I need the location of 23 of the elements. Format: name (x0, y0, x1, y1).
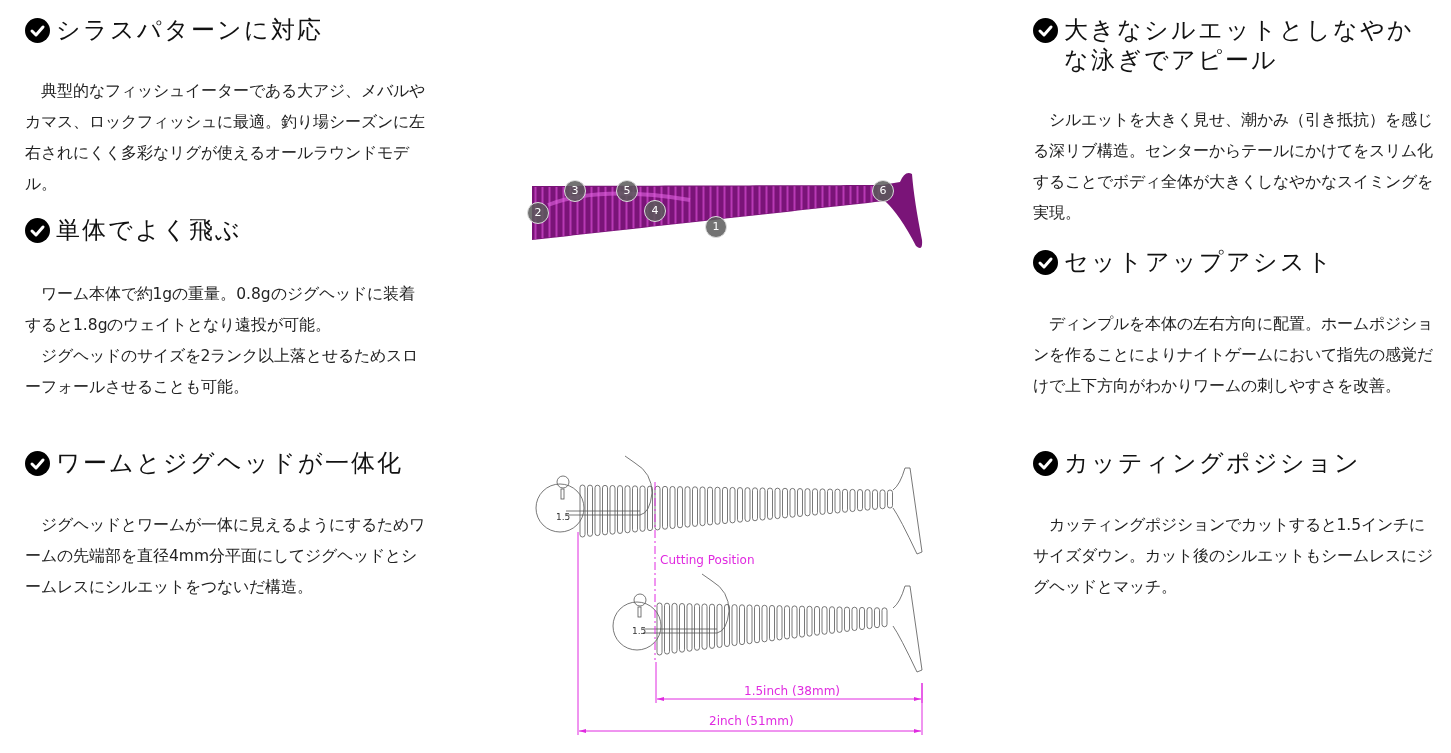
section-heading: 大きなシルエットとしなやかな泳ぎでアピール (1064, 15, 1415, 75)
callout-number: 3 (564, 180, 586, 202)
callout-number: 1 (705, 216, 727, 238)
description-text: ワーム本体で約1gの重量。0.8gのジグヘッドに装着すると1.8gのウェイトとなり遠投が可能。 (25, 284, 416, 336)
description-text: カッティングポジションでカットすると1.5インチにサイズダウン。カット後のシルエットもシームレスにジグヘッドとマッチ。 (1033, 515, 1434, 598)
jig-weight-mark: 1.5 (632, 626, 647, 636)
section-heading: シラスパターンに対応 (56, 15, 323, 45)
description-text: 典型的なフィッシュイーターである大アジ、メバルやカマス、ロックフィッシュに最適。釣り場シーズンに左右されにくく多彩なリグが使えるオールラウンドモデル。 (25, 81, 426, 195)
section-heading: カッティングポジション (1064, 448, 1361, 478)
callout-number: 5 (616, 180, 638, 202)
callout-number: 2 (527, 202, 549, 224)
description-text: シルエットを大きく見せ、潮かみ（引き抵抗）を感じる深リブ構造。センターからテールにかけてをスリム化することでボディ全体が大きくしなやかなスイミングを実現。 (1033, 110, 1434, 224)
dimension-label: Cutting Position (660, 553, 755, 567)
description-text: ディンプルを本体の左右方向に配置。ホームポジションを作ることによりナイトゲームにおいて指先の感覚だけで上下方向がわかりワームの刺しやすさを改善。 (1033, 314, 1434, 397)
description-text: ジグヘッドとワームが一体に見えるようにするためワームの先端部を直径4mm分平面にしてジグヘッドとシームレスにシルエットをつないだ構造。 (25, 515, 426, 598)
description-text: ジグヘッドのサイズを2ランク以上落とせるためスローフォールさせることも可能。 (25, 346, 420, 398)
section-heading: ワームとジグヘッドが一体化 (56, 448, 403, 478)
jig-weight-mark: 1.5 (556, 512, 571, 522)
section-heading: 単体でよく飛ぶ (56, 215, 242, 245)
dimension-label: 1.5inch (38mm) (744, 684, 841, 698)
callout-number: 6 (872, 180, 894, 202)
dimension-label: 2inch (51mm) (709, 714, 794, 728)
section-heading: セットアップアシスト (1064, 247, 1334, 277)
